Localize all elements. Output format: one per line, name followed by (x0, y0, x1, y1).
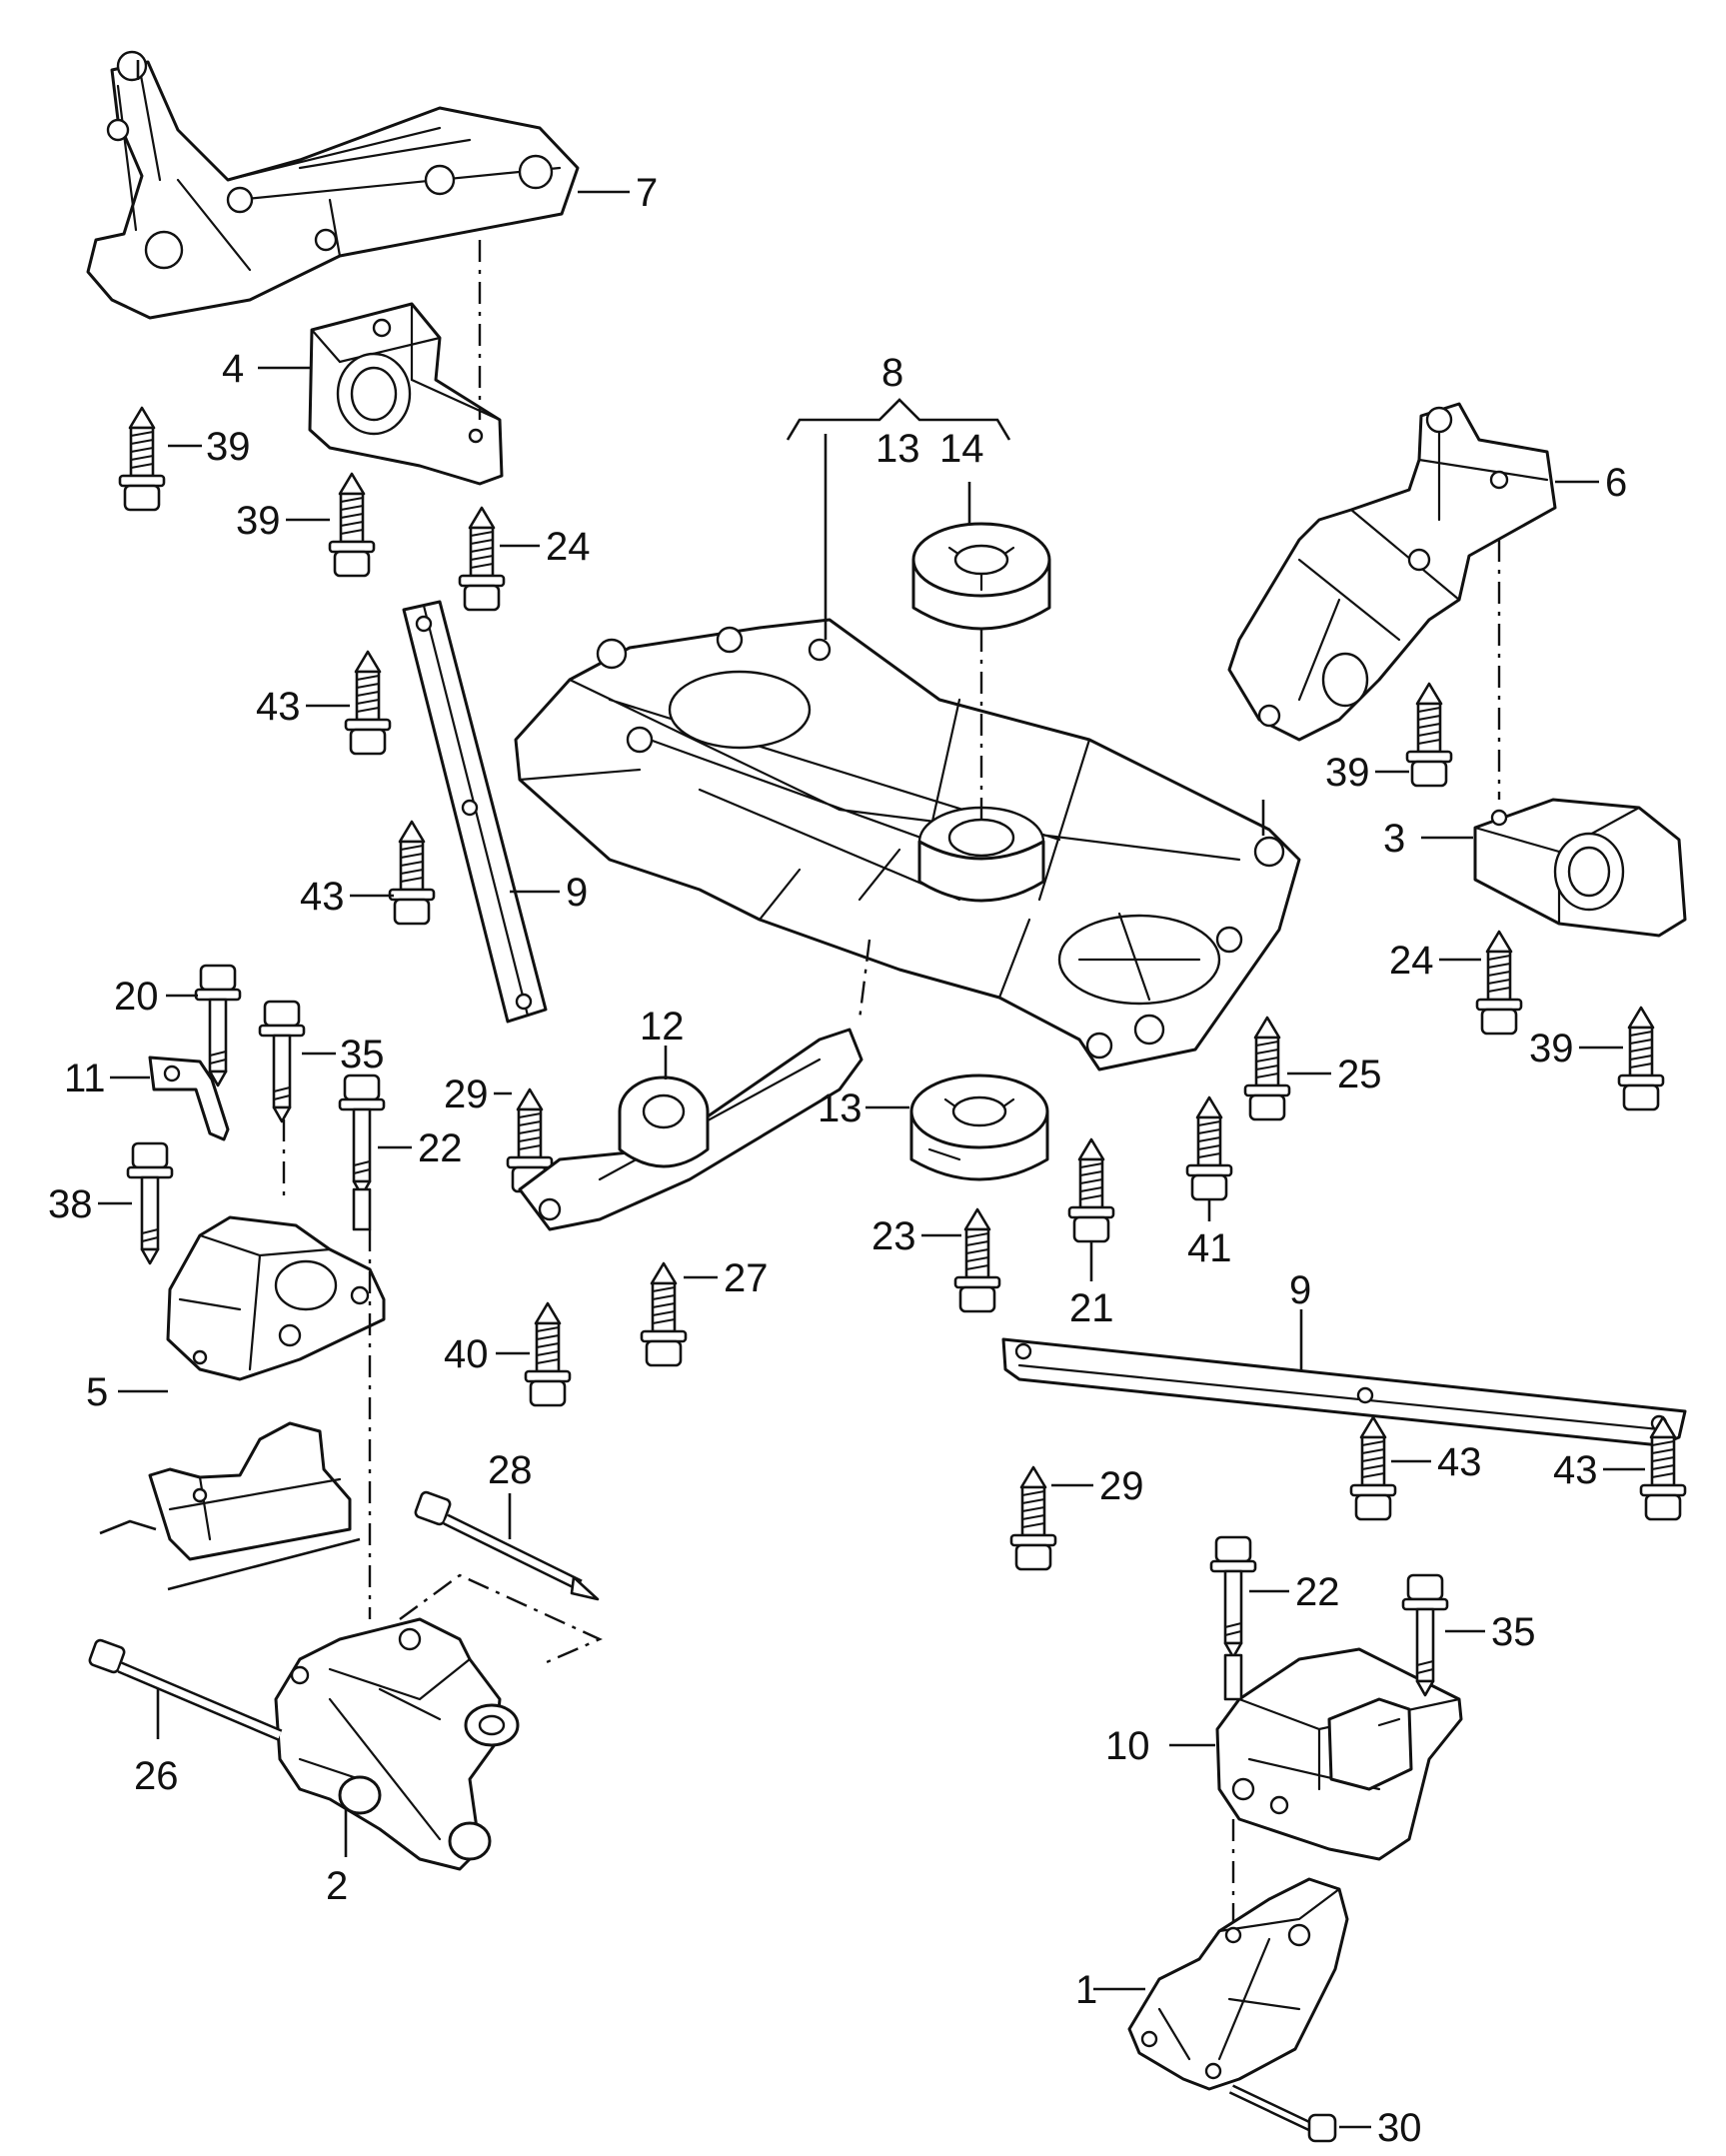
callout-4: 4 (222, 347, 244, 391)
callout-7: 7 (636, 171, 658, 215)
callout-43-a: 43 (256, 685, 301, 729)
bushing-part-14 (911, 522, 1051, 631)
engine-mount-part-2 (274, 1617, 520, 1871)
callout-13-bottom: 13 (818, 1086, 863, 1130)
callout-11: 11 (64, 1057, 106, 1100)
callout-39-c: 39 (1325, 751, 1370, 795)
callout-10: 10 (1105, 1724, 1150, 1768)
callout-39-b: 39 (236, 499, 281, 543)
callout-1: 1 (1075, 1968, 1097, 2012)
callout-38: 38 (48, 1182, 93, 1226)
callout-29-a: 29 (444, 1073, 489, 1116)
bracket-part-6 (1227, 402, 1557, 742)
callout-5: 5 (86, 1370, 108, 1414)
callout-21: 21 (1069, 1286, 1114, 1330)
callout-2: 2 (326, 1864, 348, 1908)
callout-40: 40 (444, 1332, 489, 1376)
body-rail (99, 1421, 361, 1591)
callout-39-a: 39 (206, 425, 251, 469)
bushing-part-13 (909, 1074, 1049, 1181)
bolt-part-26 (88, 1638, 283, 1741)
engine-mount-part-5 (166, 1215, 386, 1381)
callout-35-a: 35 (340, 1033, 385, 1077)
mount-bracket-part-1 (1127, 1877, 1349, 2091)
callout-35-b: 35 (1491, 1610, 1536, 1654)
callout-3: 3 (1383, 817, 1405, 861)
bushing-block-part-4 (308, 302, 504, 486)
callout-8: 8 (881, 351, 903, 395)
callout-27: 27 (724, 1256, 769, 1300)
callout-43-d: 43 (1553, 1448, 1598, 1492)
callout-26: 26 (134, 1754, 179, 1798)
bracket-part-7 (86, 50, 580, 320)
callout-9-a: 9 (566, 871, 588, 915)
callout-28: 28 (488, 1448, 533, 1492)
bolt-part-30 (1228, 2084, 1337, 2143)
callout-43-c: 43 (1437, 1440, 1482, 1484)
bracket-part-11 (148, 1056, 230, 1141)
callout-23: 23 (871, 1214, 916, 1258)
bushing-block-part-3 (1473, 798, 1687, 938)
callout-41: 41 (1187, 1226, 1232, 1270)
callout-9-b: 9 (1289, 1268, 1311, 1312)
callout-6: 6 (1605, 461, 1627, 505)
callout-22-b: 22 (1295, 1570, 1340, 1614)
callout-24-b: 24 (1389, 939, 1434, 983)
torque-arm-part-12 (518, 1028, 863, 1231)
callout-30: 30 (1377, 2106, 1422, 2150)
subframe-part-8 (514, 618, 1301, 1072)
callout-14: 14 (939, 427, 984, 471)
callout-22-a: 22 (418, 1126, 463, 1170)
callout-39-d: 39 (1529, 1027, 1574, 1071)
callout-24-a: 24 (546, 525, 591, 569)
transmission-mount-part-10 (1215, 1647, 1463, 1861)
callout-29-b: 29 (1099, 1464, 1144, 1508)
strut-part-9-left (402, 600, 548, 1024)
callout-20: 20 (114, 975, 159, 1019)
callout-12: 12 (640, 1005, 685, 1049)
callout-25: 25 (1337, 1053, 1382, 1096)
callout-43-b: 43 (300, 875, 345, 919)
strut-part-9-right (1001, 1337, 1687, 1447)
callout-13-top: 13 (875, 427, 920, 471)
bolt-part-28 (414, 1490, 600, 1601)
